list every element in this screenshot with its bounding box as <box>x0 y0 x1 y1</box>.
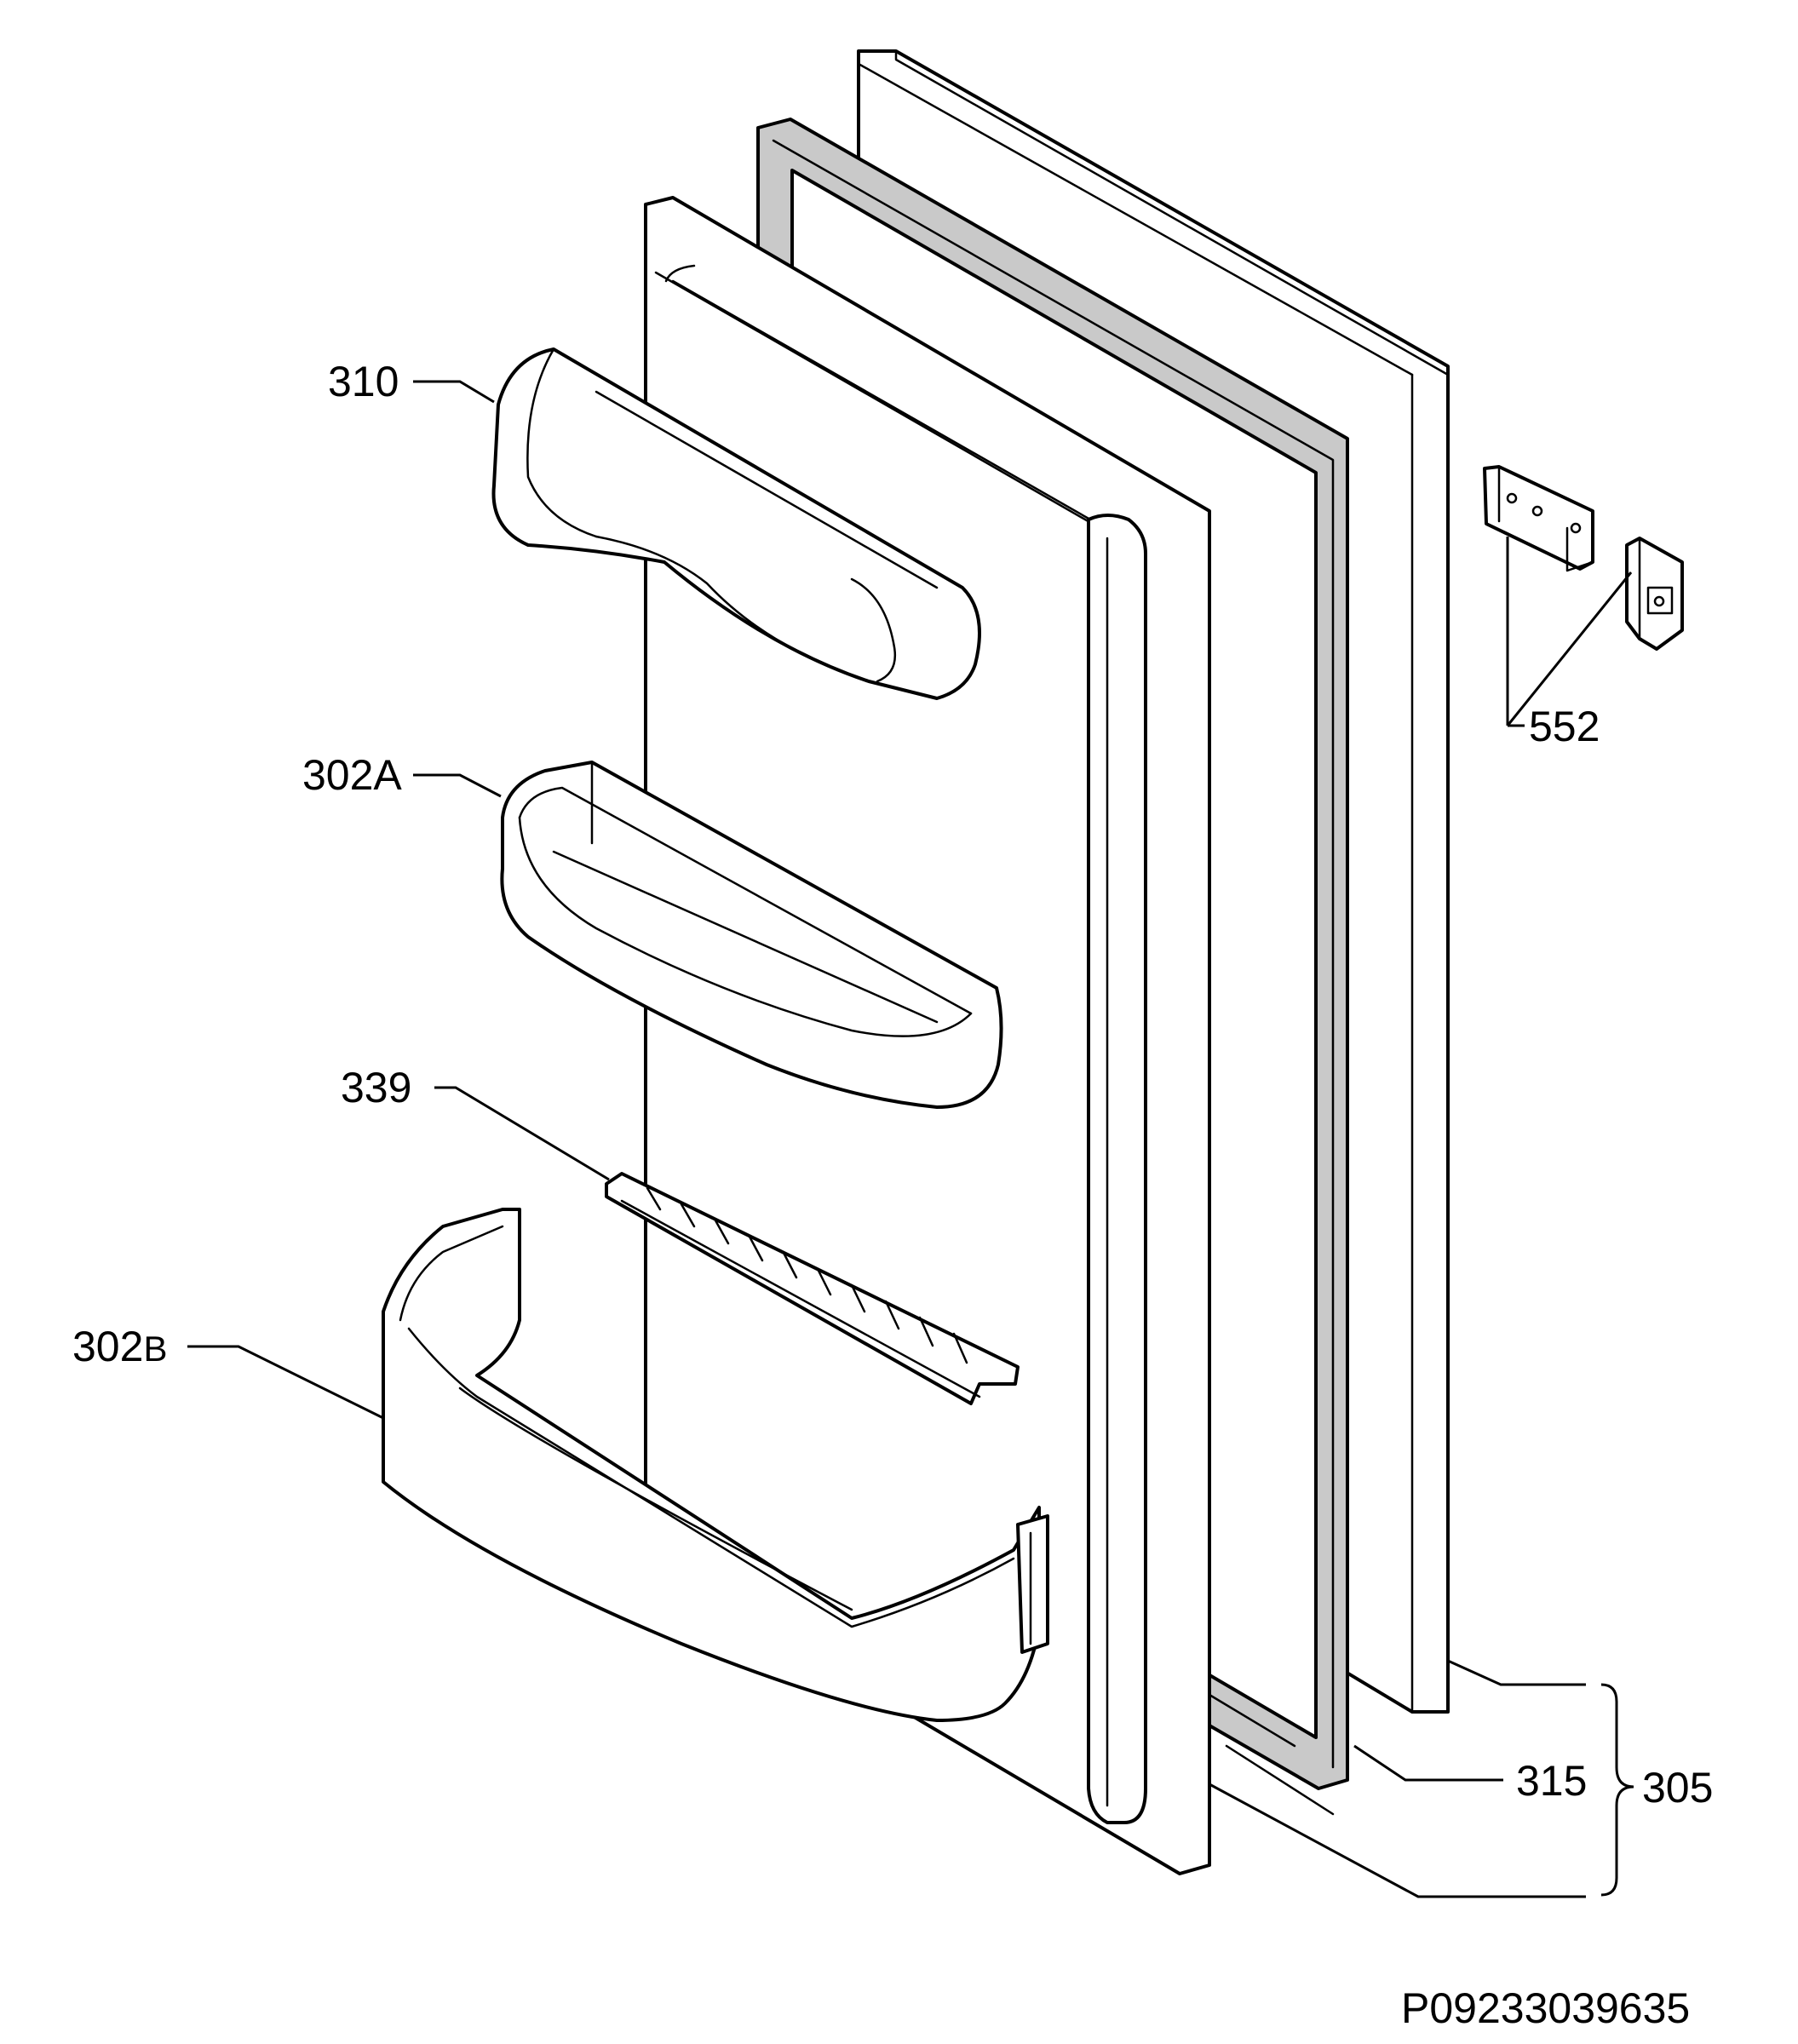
label-339: 339 <box>341 1064 411 1111</box>
part-310-dairy-lid <box>491 347 981 700</box>
part-552-hinge-brackets <box>1483 465 1684 651</box>
label-302b-sub: B <box>143 1329 167 1369</box>
label-302b-main: 302 <box>72 1323 143 1370</box>
label-302b: 302B <box>72 1323 167 1370</box>
part-302a-door-shelf <box>500 761 1003 1109</box>
label-302a: 302A <box>302 751 402 799</box>
label-552: 552 <box>1529 703 1600 750</box>
label-305: 305 <box>1642 1764 1713 1811</box>
leader-lines <box>187 380 1634 1898</box>
diagram-code: P09233039635 <box>1401 1984 1690 2032</box>
label-315: 315 <box>1516 1757 1587 1805</box>
retainer-slats <box>646 1186 968 1364</box>
label-310: 310 <box>328 358 399 405</box>
part-339-bottle-retainer <box>605 1172 1020 1405</box>
part-labels: 310 302A 339 302B 552 315 305 P092330396… <box>72 358 1713 2032</box>
part-302b-bottle-balcony <box>382 1208 1049 1722</box>
